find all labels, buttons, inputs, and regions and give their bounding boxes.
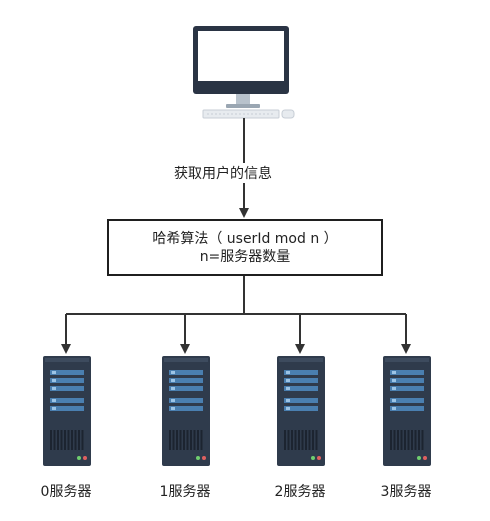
server-icon-2 — [277, 356, 325, 466]
server-label-2: 2服务器 — [274, 484, 326, 500]
server-label-3: 3服务器 — [380, 484, 432, 500]
server-label-1: 1服务器 — [159, 484, 211, 500]
desktop-computer-icon — [193, 26, 295, 119]
hash-algorithm-box: 哈希算法（ userId mod n ） n=服务器数量 — [107, 219, 383, 276]
server-label-0: 0服务器 — [40, 484, 92, 500]
server-icon-3 — [383, 356, 431, 466]
server-icon-0 — [43, 356, 91, 466]
distribution-connectors — [61, 276, 411, 354]
hash-algorithm-formula: 哈希算法（ userId mod n ） — [152, 230, 338, 247]
server-count-definition: n=服务器数量 — [199, 248, 291, 265]
edge-label: 获取用户的信息 — [170, 163, 276, 183]
server-icon-1 — [162, 356, 210, 466]
